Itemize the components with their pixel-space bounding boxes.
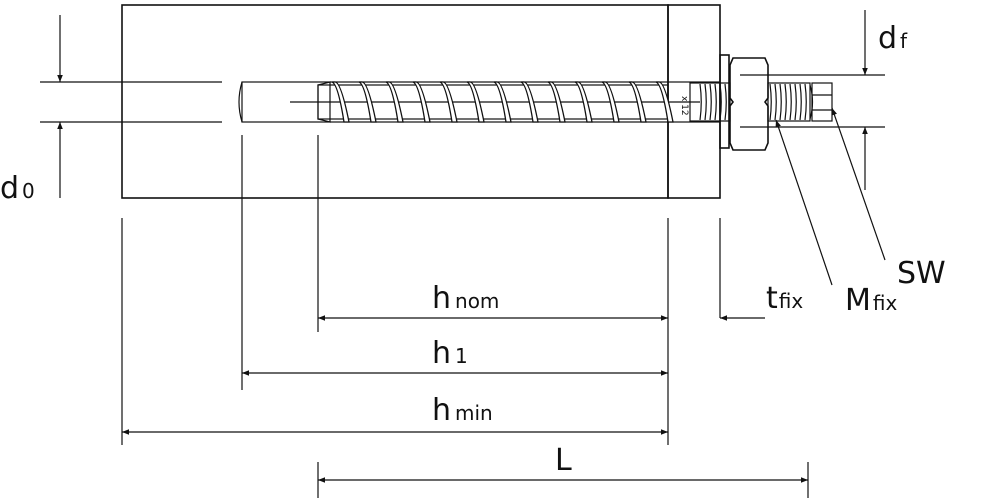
screw-thread-flight: [439, 81, 458, 123]
dimension-L: L: [318, 443, 808, 483]
rod-thread-line: [769, 83, 772, 121]
rod-thread-line: [714, 83, 717, 121]
rod-thread-line: [784, 83, 787, 121]
screw-marking: x 12: [679, 96, 689, 116]
svg-text:tfix: tfix: [766, 281, 803, 316]
svg-text:h1: h1: [432, 336, 468, 371]
rod-thread-line: [704, 83, 707, 121]
screw-thread-flight: [466, 81, 485, 123]
rod-thread-line: [779, 83, 782, 121]
screw-thread-flight: [412, 81, 431, 123]
screw-anchor: x 12: [290, 81, 700, 123]
screw-thread-flight: [601, 81, 620, 123]
screw-thread-flight: [358, 81, 377, 123]
rod-thread-line: [709, 83, 712, 121]
screw-thread-flight: [493, 81, 512, 123]
screw-thread-flight: [385, 81, 404, 123]
screw-thread-flight: [520, 81, 539, 123]
svg-text:L: L: [555, 443, 572, 478]
screw-thread-flight: [547, 81, 566, 123]
screw-thread-flight: [331, 81, 350, 123]
rod-thread-line: [774, 83, 777, 121]
screw-thread-flight: [574, 81, 593, 123]
screw-thread-flight: [655, 81, 674, 123]
rod-thread-line: [794, 83, 797, 121]
screw-thread-flight: [628, 81, 647, 123]
hex-nut: [729, 57, 769, 151]
label-sw: SW: [897, 256, 946, 291]
rod-thread-line: [799, 83, 802, 121]
rod-thread-line: [804, 83, 807, 121]
threaded-rod: [689, 82, 833, 122]
washer: [719, 54, 730, 149]
rod-thread-line: [724, 83, 727, 121]
rod-thread-line: [699, 83, 702, 121]
rod-thread-line: [789, 83, 792, 121]
dimension-tfix: tfix: [720, 281, 803, 321]
